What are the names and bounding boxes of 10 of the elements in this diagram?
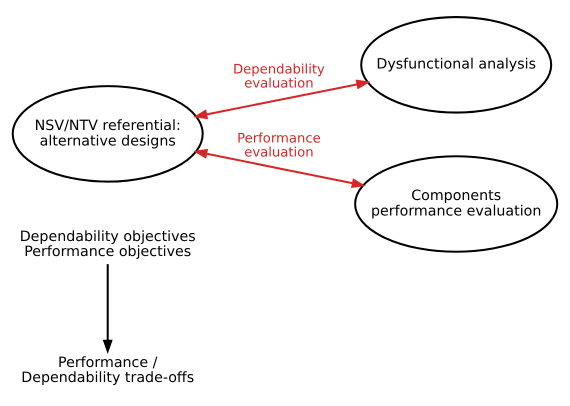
node-ellipse: Dysfunctional analysis bbox=[360, 16, 552, 114]
node-text: Dependability objectives Performance objectives bbox=[20, 228, 196, 260]
arrow bbox=[102, 264, 113, 354]
arrow bbox=[193, 148, 366, 188]
node-ellipse: Components performance evaluation bbox=[354, 154, 558, 252]
node-text: Performance / Dependability trade-offs bbox=[21, 354, 194, 386]
node-ellipse: NSV/NTV referential: alternative designs bbox=[12, 84, 204, 182]
edge-label: Performance evaluation bbox=[237, 130, 321, 160]
edge-label: Dependability evaluation bbox=[232, 62, 325, 92]
arrow bbox=[193, 79, 370, 119]
